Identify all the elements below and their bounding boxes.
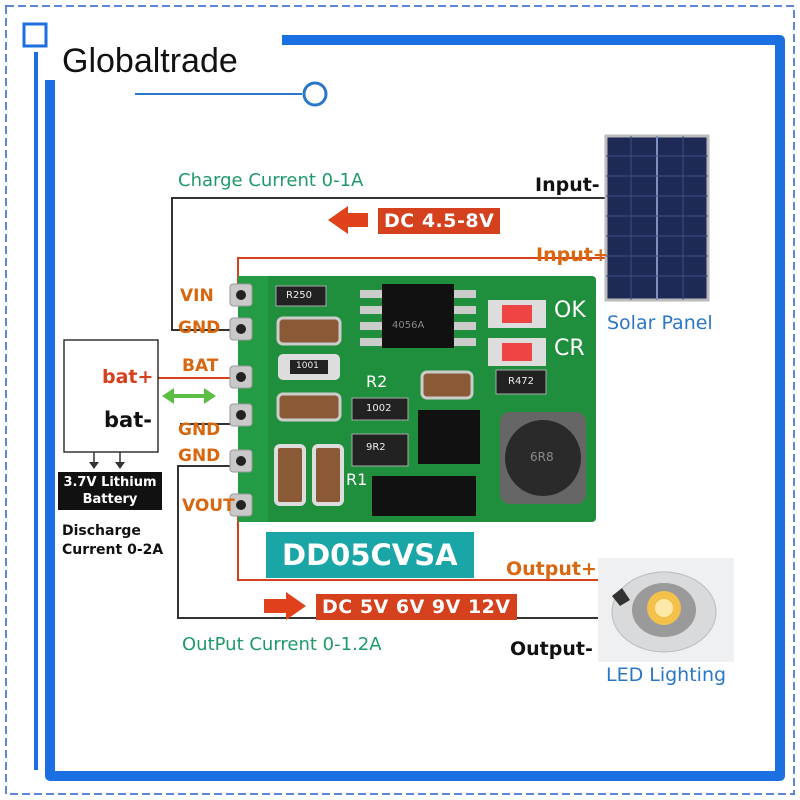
charge-current-label: Charge Current 0-1A — [178, 170, 364, 191]
double-arrow-icon — [162, 388, 216, 404]
battery-box — [63, 339, 159, 453]
bat-minus-label: bat- — [104, 408, 152, 432]
board-ok-label: OK — [554, 298, 586, 323]
corner-square-icon — [22, 22, 48, 48]
bat-plus-label: bat+ — [102, 366, 154, 388]
pin-bat-label: BAT — [182, 356, 219, 376]
output-range-badge: DC 5V 6V 9V 12V — [316, 594, 517, 620]
output-plus-wire — [237, 506, 604, 581]
discharge-line-2: Current 0-2A — [62, 542, 164, 558]
model-badge: DD05CVSA — [266, 532, 474, 578]
board-r1-label: R1 — [346, 470, 368, 489]
input-minus-wire — [171, 197, 606, 331]
board-cr-label: CR — [554, 336, 585, 361]
pin-vout-label: VOUT — [182, 496, 235, 516]
board-inductor-label: 6R8 — [530, 450, 554, 464]
battery-line-2: Battery — [82, 492, 138, 507]
input-arrow-icon — [328, 206, 368, 234]
board-r472: R472 — [508, 376, 535, 387]
board-chip-label: 4056A — [392, 320, 425, 331]
battery-line-1: 3.7V Lithium — [63, 475, 157, 490]
led-lighting-image — [598, 558, 734, 662]
blue-frame — [45, 35, 785, 781]
input-range-badge: DC 4.5-8V — [378, 208, 501, 234]
discharge-line-1: Discharge — [62, 523, 141, 539]
discharge-label: Discharge Current 0-2A — [62, 522, 163, 560]
pin-vin-label: VIN — [180, 286, 214, 306]
led-lighting-label: LED Lighting — [606, 664, 727, 686]
board-r2-label: R2 — [366, 372, 388, 391]
board-r250: R250 — [286, 290, 313, 301]
output-plus-label: Output+ — [506, 558, 597, 580]
pin-gnd-label: GND — [178, 446, 221, 466]
pcb-board — [229, 276, 596, 522]
solar-panel-label: Solar Panel — [607, 312, 713, 334]
solar-panel-image — [604, 134, 710, 302]
board-c1001: 1001 — [296, 361, 319, 371]
pin-gnd-label: GND — [178, 420, 221, 440]
pin-gnd-label: GND — [178, 318, 221, 338]
dashed-border — [5, 5, 795, 795]
board-c1002: 1002 — [366, 403, 392, 414]
input-plus-label: Input+ — [536, 244, 609, 266]
battery-badge: 3.7V Lithium Battery — [58, 472, 162, 510]
output-current-label: OutPut Current 0-1.2A — [182, 634, 382, 655]
output-minus-label: Output- — [510, 638, 593, 660]
board-c9r2: 9R2 — [366, 442, 386, 453]
output-arrow-icon — [264, 592, 306, 620]
corner-circle-icon — [302, 81, 328, 107]
input-minus-label: Input- — [535, 174, 600, 196]
brand-title: Globaltrade — [62, 42, 238, 80]
